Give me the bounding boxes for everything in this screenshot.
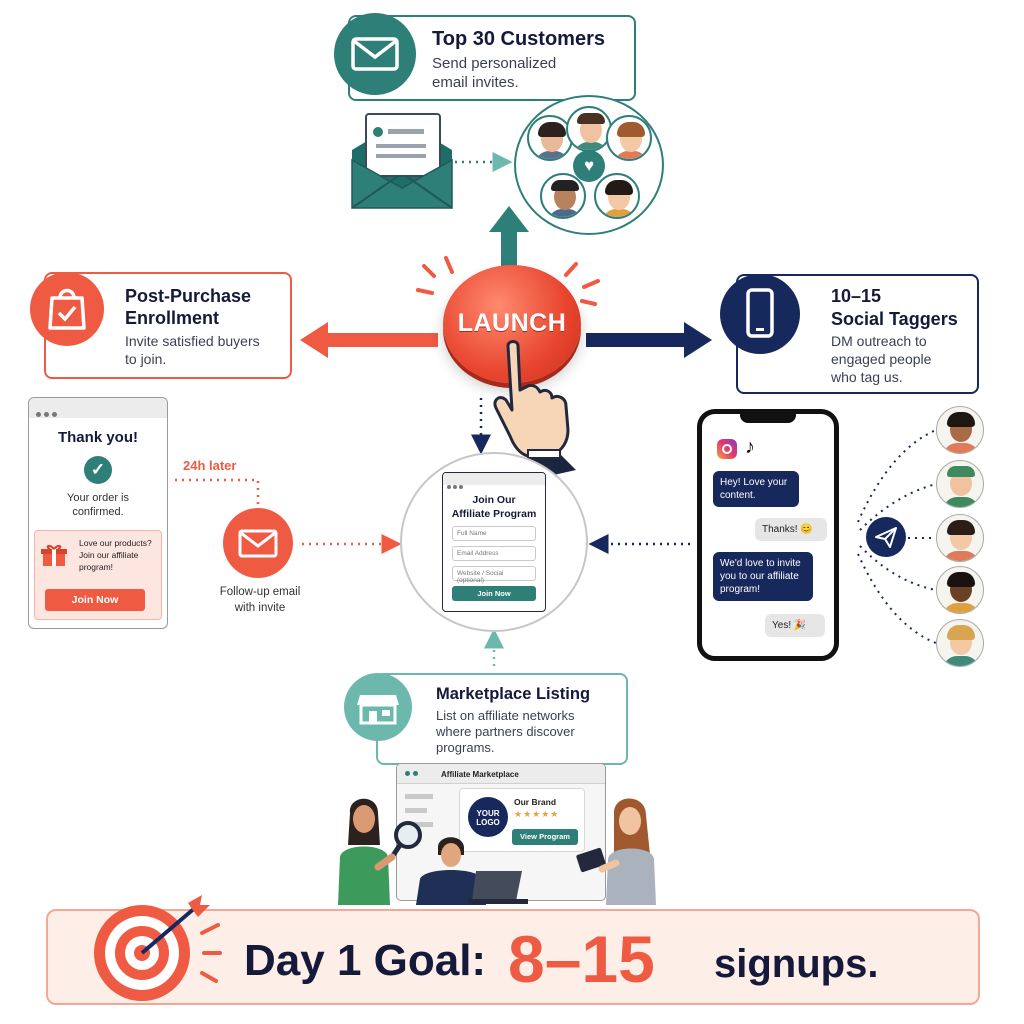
affiliate-form-window: Join Our Affiliate Program Full Name Ema… xyxy=(442,472,546,612)
tiktok-icon: ♪ xyxy=(745,436,755,458)
phone-notch xyxy=(740,413,796,423)
thank-you-window: Thank you! ✓ Your order is confirmed. Lo… xyxy=(28,397,168,629)
tagger-avatar-3 xyxy=(936,514,984,562)
form-window-controls xyxy=(443,473,545,489)
marketplace-title: Marketplace Listing xyxy=(436,685,591,703)
social-taggers-desc-1: DM outreach to xyxy=(831,333,927,349)
tagger-avatar-5 xyxy=(936,619,984,667)
followup-delay-label: 24h later xyxy=(183,458,237,473)
customer-avatar-2 xyxy=(566,106,612,152)
followup-text-2: with invite xyxy=(234,602,286,614)
goal-number: 8–15 xyxy=(508,922,655,996)
social-taggers-title-1: 10–15 xyxy=(831,286,882,306)
dotted-thankyou-to-email xyxy=(175,478,260,505)
chat-message-2: Thanks! 😊 xyxy=(755,518,827,541)
check-circle-icon: ✓ xyxy=(84,456,112,484)
instagram-icon xyxy=(717,439,737,459)
tagger-avatar-1 xyxy=(936,406,984,454)
brand-rating-stars: ★★★★★ xyxy=(514,809,560,819)
target-icon xyxy=(84,893,224,1005)
window-controls xyxy=(29,398,167,418)
person-with-magnifier xyxy=(334,793,424,905)
customer-avatar-3 xyxy=(606,115,652,161)
promo-line-2: Join our affiliate xyxy=(79,550,139,560)
tagger-avatar-2 xyxy=(936,460,984,508)
email-address-field[interactable]: Email Address xyxy=(452,546,536,561)
tagger-avatar-4 xyxy=(936,566,984,614)
join-now-button[interactable]: Join Now xyxy=(45,589,145,611)
promo-line-1: Love our products? xyxy=(79,538,152,548)
arrow-left-to-enrollment xyxy=(300,322,438,358)
marketplace-desc-3: programs. xyxy=(436,740,495,755)
top-customers-desc-1: Send personalized xyxy=(432,55,557,72)
person-with-tablet xyxy=(574,793,664,905)
goal-prefix: Day 1 Goal: xyxy=(244,936,487,985)
brand-listing-card: YOUR LOGO Our Brand ★★★★★ View Program xyxy=(459,788,585,852)
affiliate-promo-box: Love our products? Join our affiliate pr… xyxy=(34,530,162,620)
promo-line-3: program! xyxy=(79,562,114,572)
customer-avatar-5 xyxy=(594,173,640,219)
marketplace-desc-1: List on affiliate networks xyxy=(436,708,575,723)
marketplace-sidebar xyxy=(405,794,439,836)
social-taggers-title-2: Social Taggers xyxy=(831,309,958,329)
marketplace-site-title: Affiliate Marketplace xyxy=(441,770,519,779)
marketplace-desc-2: where partners discover xyxy=(436,724,575,739)
social-taggers-desc-2: engaged people xyxy=(831,351,932,367)
brand-name: Our Brand xyxy=(514,797,557,807)
your-logo-badge: YOUR LOGO xyxy=(468,797,508,837)
full-name-field[interactable]: Full Name xyxy=(452,526,536,541)
gift-icon xyxy=(41,543,67,567)
order-confirmed-2: confirmed. xyxy=(72,506,124,518)
launch-label: LAUNCH xyxy=(457,309,567,337)
storefront-icon xyxy=(344,673,412,741)
form-title-1: Join Our xyxy=(472,494,516,506)
marketplace-website: Affiliate Marketplace YOUR LOGO Our Bran… xyxy=(396,763,606,901)
top-customers-desc-2: email invites. xyxy=(432,74,519,91)
customer-avatar-4 xyxy=(540,173,586,219)
post-purchase-title-2: Enrollment xyxy=(125,308,220,328)
form-title-2: Affiliate Program xyxy=(451,508,537,520)
open-envelope-illustration xyxy=(348,110,456,212)
dotted-fan-lines xyxy=(857,429,937,644)
top-customers-title: Top 30 Customers xyxy=(432,28,605,50)
paper-plane-icon xyxy=(866,517,906,557)
smartphone-icon xyxy=(720,274,800,354)
followup-text-1: Follow-up email xyxy=(219,586,301,598)
followup-envelope-icon xyxy=(223,508,293,578)
goal-suffix: signups. xyxy=(714,942,879,986)
marketplace-site-dot-1 xyxy=(405,771,410,776)
arrow-right-to-taggers xyxy=(586,322,712,358)
arrow-up-to-customers xyxy=(489,206,529,274)
post-purchase-title-1: Post-Purchase xyxy=(125,286,252,306)
marketplace-site-header: Affiliate Marketplace xyxy=(397,764,605,784)
marketplace-site-dot-2 xyxy=(413,771,418,776)
shopping-bag-icon xyxy=(30,272,104,346)
view-program-button[interactable]: View Program xyxy=(512,829,578,845)
thank-you-heading: Thank you! xyxy=(57,429,138,446)
heart-icon: ♥ xyxy=(573,150,605,182)
launch-burst-lines xyxy=(416,256,600,306)
day1-goal-banner xyxy=(46,909,980,1005)
website-social-field[interactable]: Website / Social (optional) xyxy=(452,566,536,584)
social-taggers-desc-3: who tag us. xyxy=(831,369,903,385)
order-confirmed-1: Your order is xyxy=(67,492,129,504)
form-join-now-button[interactable]: Join Now xyxy=(452,586,536,601)
envelope-icon xyxy=(334,13,416,95)
post-purchase-desc-2: to join. xyxy=(125,351,167,367)
post-purchase-desc-1: Invite satisfied buyers xyxy=(125,333,260,349)
person-with-laptop xyxy=(412,833,532,905)
chat-message-4: Yes! 🎉 xyxy=(765,614,825,637)
